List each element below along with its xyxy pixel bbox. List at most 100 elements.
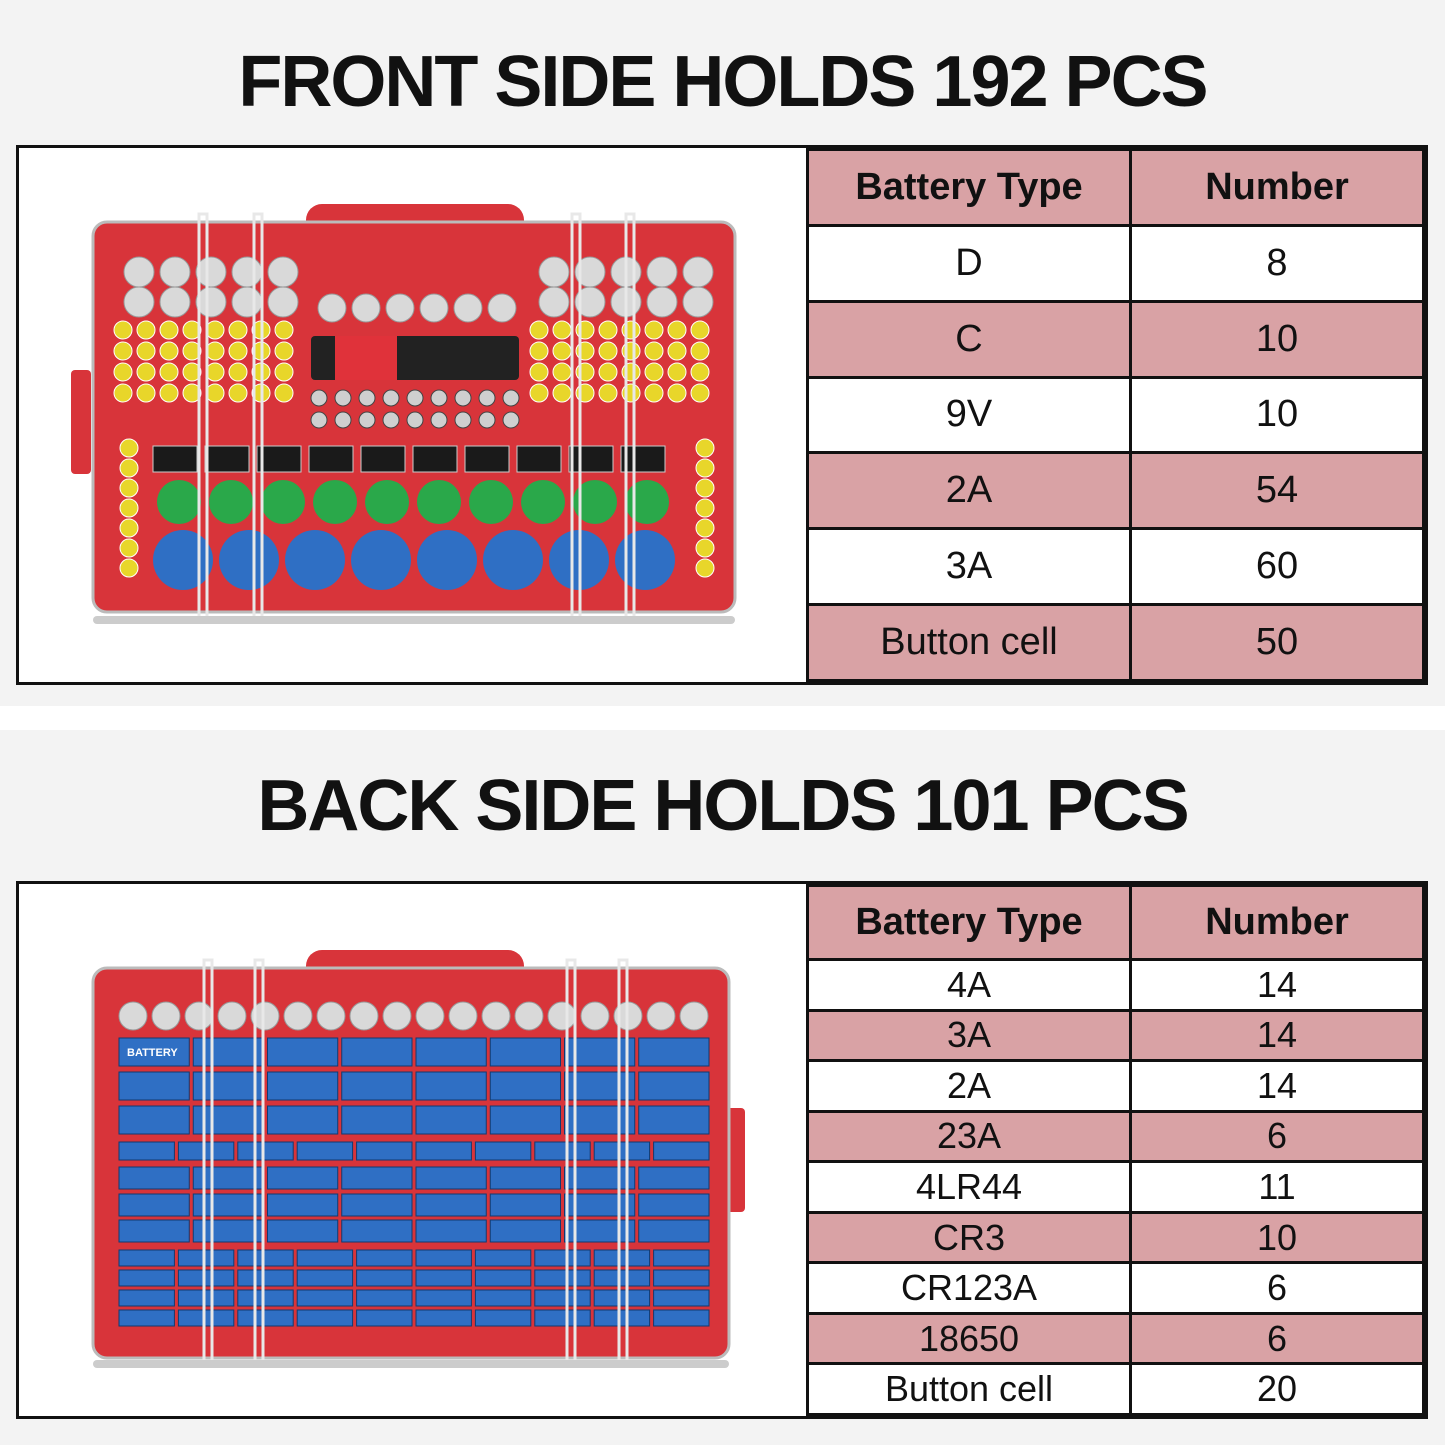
rechargeable-battery [489,1105,561,1135]
number-cell: 8 [1129,223,1425,303]
number-cell: 10 [1129,299,1425,379]
rechargeable-battery [341,1037,413,1067]
rechargeable-battery [489,1219,561,1243]
battery-type-cell: Button cell [806,1362,1132,1416]
small-cell-slot [695,498,715,518]
cell-slot [580,1001,610,1031]
battery-type-cell: 4LR44 [806,1160,1132,1214]
small-cell-slot [274,341,294,361]
small-cell-slot [552,362,572,382]
small-cell-slot [552,341,572,361]
cell-slot [151,1001,181,1031]
rechargeable-battery [341,1193,413,1217]
rechargeable-battery [653,1289,710,1307]
small-cell-slot [205,320,225,340]
front-organizer-image [19,148,806,682]
number-cell: 14 [1129,1008,1425,1063]
number-cell: 11 [1129,1160,1425,1214]
button-cell-slot [478,389,496,407]
rechargeable-battery [489,1166,561,1190]
small-cell-slot [113,383,133,403]
rechargeable-battery [267,1166,339,1190]
small-cell-slot [274,320,294,340]
front-organizer-illustration [71,204,737,624]
small-cell-slot [690,362,710,382]
small-cell-slot [205,362,225,382]
c-cell-slot [573,480,617,524]
rechargeable-battery [118,1105,190,1135]
small-cell-slot [159,320,179,340]
rechargeable-battery [474,1249,532,1267]
c-cell-slot [209,480,253,524]
button-cell-slot [334,411,352,429]
rechargeable-battery [118,1141,175,1161]
battery-type-cell: 2A [806,1059,1132,1113]
rechargeable-battery [118,1289,175,1307]
rechargeable-battery [593,1269,651,1287]
d-cell-slot [615,530,675,590]
rechargeable-battery [177,1249,235,1267]
rechargeable-battery [118,1219,190,1243]
c-cell-slot [261,480,305,524]
small-cell-slot [690,320,710,340]
number-cell: 20 [1129,1362,1425,1416]
small-cell-slot [119,438,139,458]
rechargeable-battery [638,1166,710,1190]
nine-volt-slot [464,445,510,473]
rechargeable-battery [415,1141,472,1161]
battery-type-cell: D [806,223,1132,303]
battery-type-cell: CR3 [806,1210,1132,1265]
cell-slot [123,286,155,318]
c-cell-slot [469,480,513,524]
small-cell-slot [119,478,139,498]
small-cell-slot [529,320,549,340]
small-cell-slot [690,341,710,361]
cell-slot [646,256,678,288]
small-cell-slot [598,320,618,340]
small-cell-slot [159,362,179,382]
cell-slot [646,1001,676,1031]
small-cell-slot [667,341,687,361]
battery-type-cell: 9V [806,375,1132,455]
small-cell-slot [644,341,664,361]
number-cell: 14 [1129,1059,1425,1113]
rechargeable-battery [489,1071,561,1101]
rechargeable-battery [653,1269,710,1287]
rechargeable-battery [296,1249,354,1267]
nine-volt-slot [256,445,302,473]
cell-slot [682,286,714,318]
rechargeable-battery [638,1071,710,1101]
small-cell-slot [119,458,139,478]
cell-slot [231,286,263,318]
cell-slot [317,293,347,323]
nine-volt-slot [204,445,250,473]
small-cell-slot [274,383,294,403]
rechargeable-battery [593,1249,651,1267]
rechargeable-battery [177,1269,235,1287]
rechargeable-battery [638,1037,710,1067]
cell-slot [514,1001,544,1031]
rechargeable-battery [356,1269,413,1287]
cell-slot [267,256,299,288]
button-cell-slot [406,389,424,407]
small-cell-slot [228,341,248,361]
rechargeable-battery [177,1309,235,1327]
rechargeable-battery [118,1249,175,1267]
rechargeable-battery [296,1269,354,1287]
section-divider [0,706,1445,730]
rechargeable-battery [653,1309,710,1327]
number-cell: 50 [1129,603,1425,682]
small-cell-slot [667,362,687,382]
cell-slot [118,1001,148,1031]
rechargeable-battery [415,1289,472,1307]
back-organizer-image: BATTERY [19,884,806,1416]
rechargeable-battery [267,1219,339,1243]
rechargeable-battery [474,1269,532,1287]
